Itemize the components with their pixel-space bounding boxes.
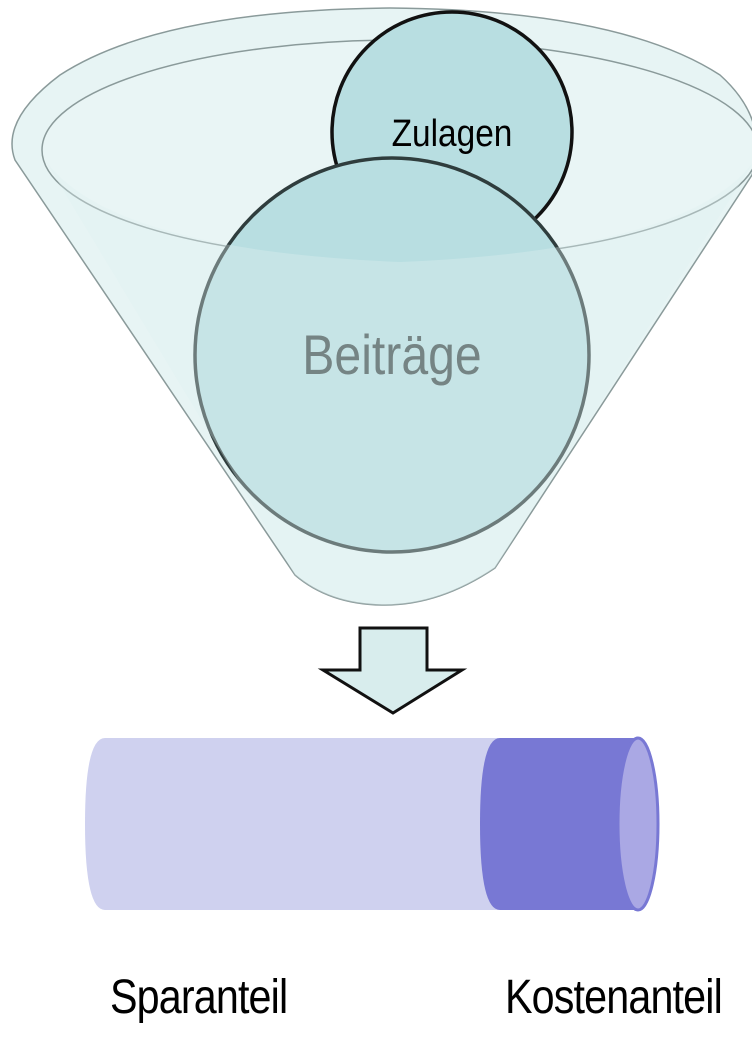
beitraege-circle xyxy=(193,156,591,554)
cylinder xyxy=(85,736,660,912)
beitraege-label: Beiträge xyxy=(302,325,481,387)
kostenanteil-segment xyxy=(480,738,640,910)
zulagen-label: Zulagen xyxy=(392,112,513,154)
funnel-front-overlay xyxy=(45,160,752,605)
sparanteil-label: Sparanteil xyxy=(110,971,288,1024)
cylinder-end-cap xyxy=(616,736,660,912)
kostenanteil-label: Kostenanteil xyxy=(505,971,723,1024)
down-arrow xyxy=(317,626,468,715)
sparanteil-segment xyxy=(85,738,500,910)
